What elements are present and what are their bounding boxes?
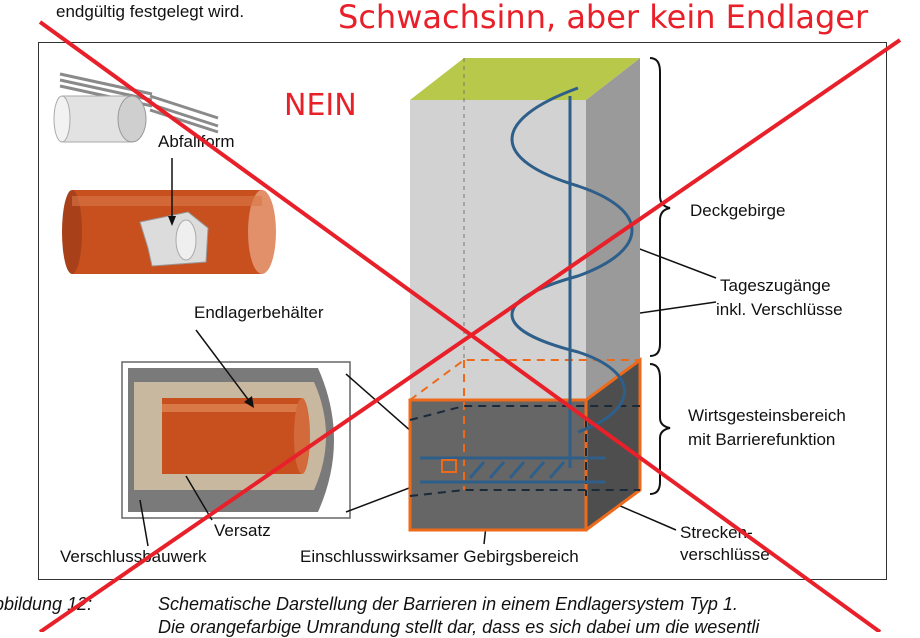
preceding-text-line: endgültig festgelegt wird. bbox=[56, 2, 245, 21]
overlay-title: Schwachsinn, aber kein Endlager bbox=[338, 0, 869, 36]
label-barrierefunktion: mit Barrierefunktion bbox=[688, 430, 836, 449]
label-wirtsgestein: Wirtsgesteinsbereich bbox=[688, 406, 846, 425]
label-strecken: Strecken- bbox=[680, 523, 753, 542]
label-deckgebirge: Deckgebirge bbox=[690, 201, 786, 220]
label-ewg: Einschlusswirksamer Gebirgsbereich bbox=[300, 547, 579, 566]
caption-text: Schematische Darstellung der Barrieren i… bbox=[158, 594, 738, 614]
label-tageszugaenge: Tageszugänge bbox=[720, 276, 831, 295]
braces bbox=[649, 57, 671, 495]
label-streckenverschluesse: verschlüsse bbox=[680, 545, 770, 564]
caption-text-second-line: Die orangefarbige Umrandung stellt dar, … bbox=[158, 617, 760, 637]
caption-label: bbildung 12: bbox=[0, 594, 93, 614]
label-endlagerbehaelter: Endlagerbehälter bbox=[194, 303, 324, 322]
label-verschluesse: inkl. Verschlüsse bbox=[716, 300, 843, 319]
label-verschlussbauwerk: Verschlussbauwerk bbox=[60, 547, 207, 566]
label-abfallform: Abfallform bbox=[158, 132, 235, 151]
inset-illustration bbox=[121, 361, 351, 519]
canister-illustration bbox=[62, 190, 276, 274]
label-versatz: Versatz bbox=[214, 521, 271, 540]
overlay-nein: NEIN bbox=[284, 88, 357, 123]
rock-block-illustration bbox=[408, 58, 642, 532]
